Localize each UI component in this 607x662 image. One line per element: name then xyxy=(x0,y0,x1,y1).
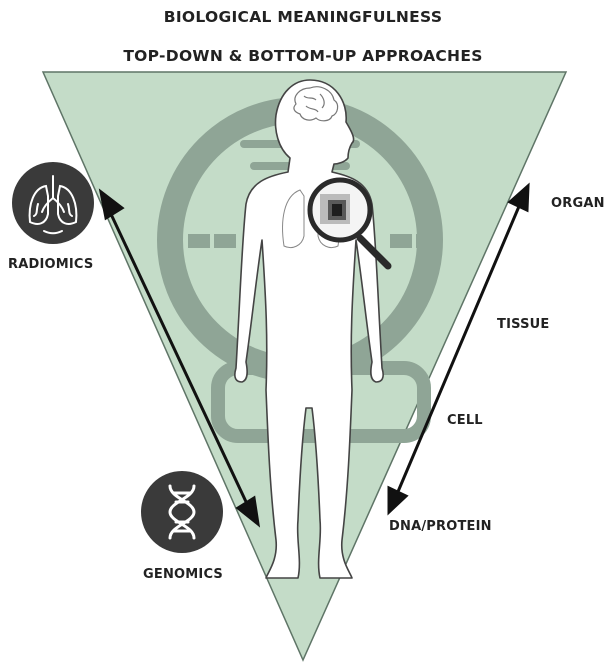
lungs-icon xyxy=(12,162,94,244)
label-organ: ORGAN xyxy=(551,196,605,211)
label-genomics: GENOMICS xyxy=(143,567,223,582)
label-dna-protein: DNA/PROTEIN xyxy=(389,519,492,534)
label-cell: CELL xyxy=(447,413,483,428)
label-radiomics: RADIOMICS xyxy=(8,257,93,272)
dna-helix-icon xyxy=(141,471,223,553)
label-tissue: TISSUE xyxy=(497,317,549,332)
